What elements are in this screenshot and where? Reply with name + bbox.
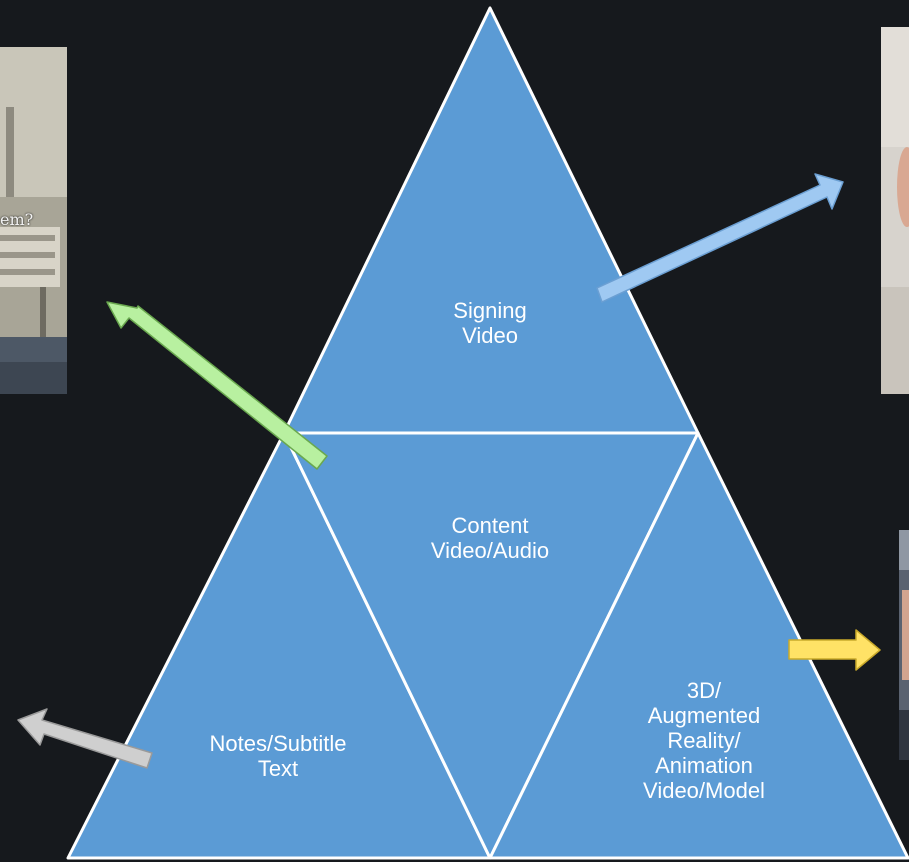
photo-caption: em?: [0, 210, 34, 229]
signing-video-label-line: Signing: [453, 298, 527, 323]
signer-photo-art: [881, 27, 909, 394]
augmented-reality-label-line: Reality/: [667, 728, 741, 753]
presenter-photo-art: [899, 530, 909, 760]
room-photo: em?: [0, 47, 67, 394]
augmented-reality-label-line: Augmented: [647, 703, 761, 728]
content-video-label-line: Video/Audio: [430, 538, 550, 563]
augmented-reality-label-line: Video/Model: [643, 778, 765, 803]
green-arrow: [106, 301, 328, 470]
content-video-label-line: Content: [451, 513, 529, 538]
yellow-arrow: [788, 629, 881, 671]
room-photo-art: [0, 47, 67, 394]
signing-video-segment: [282, 6, 700, 435]
blue-arrow: [596, 173, 844, 303]
augmented-reality-label-line: 3D/: [686, 678, 722, 703]
presenter-photo: [899, 530, 909, 760]
notes-subtitle-label-line: Notes/Subtitle: [209, 731, 347, 756]
augmented-reality-label-line: Animation: [655, 753, 753, 778]
notes-subtitle-label-line: Text: [257, 756, 299, 781]
signing-video-label-line: Video: [462, 323, 518, 348]
gray-arrow: [17, 708, 153, 769]
signer-photo: [881, 27, 909, 394]
